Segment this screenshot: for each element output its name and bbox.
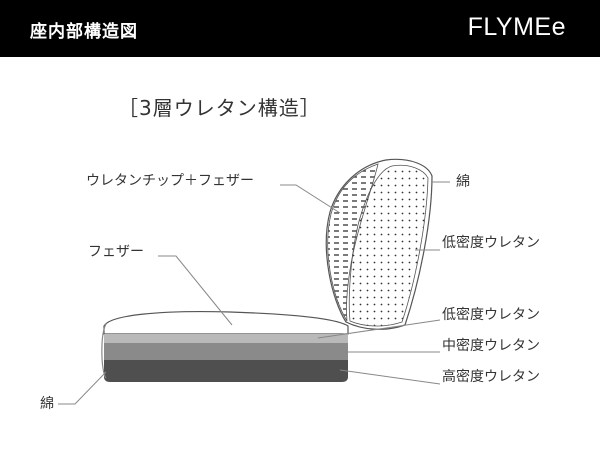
seat-cotton-wrap (101, 323, 107, 379)
seat-high-density-layer (104, 360, 348, 382)
leader-lines (58, 181, 450, 405)
label-seat-low-density: 低密度ウレタン (442, 307, 540, 323)
leader-seat-feather (158, 255, 233, 326)
seat (101, 310, 349, 382)
label-back-cotton: 綿 (456, 174, 470, 190)
label-seat-high-density: 高密度ウレタン (442, 369, 540, 385)
label-seat-cotton: 綿 (40, 396, 54, 412)
label-seat-feather: フェザー (88, 244, 144, 260)
header-bar: 座内部構造図 FLYMEe (0, 0, 600, 57)
label-seat-mid-density: 中密度ウレタン (442, 338, 540, 354)
seat-low-density-layer (104, 334, 348, 343)
seat-feather-layer (103, 310, 349, 335)
brand-logo: FLYMEe (467, 13, 566, 41)
diagram-title: ［3層ウレタン構造］ (118, 96, 321, 120)
label-chip-feather: ウレタンチップ＋フェザー (86, 173, 254, 189)
seat-mid-density-layer (104, 343, 348, 360)
leader-seat-high-density (339, 369, 441, 385)
label-back-low-density: 低密度ウレタン (442, 235, 540, 251)
backrest (325, 158, 433, 330)
leader-seat-low-density (317, 319, 441, 339)
backrest-low-density-layer (348, 164, 429, 327)
leader-chip-feather (280, 184, 341, 214)
page-title: 座内部構造図 (30, 22, 138, 42)
leader-seat-cotton (58, 371, 107, 405)
